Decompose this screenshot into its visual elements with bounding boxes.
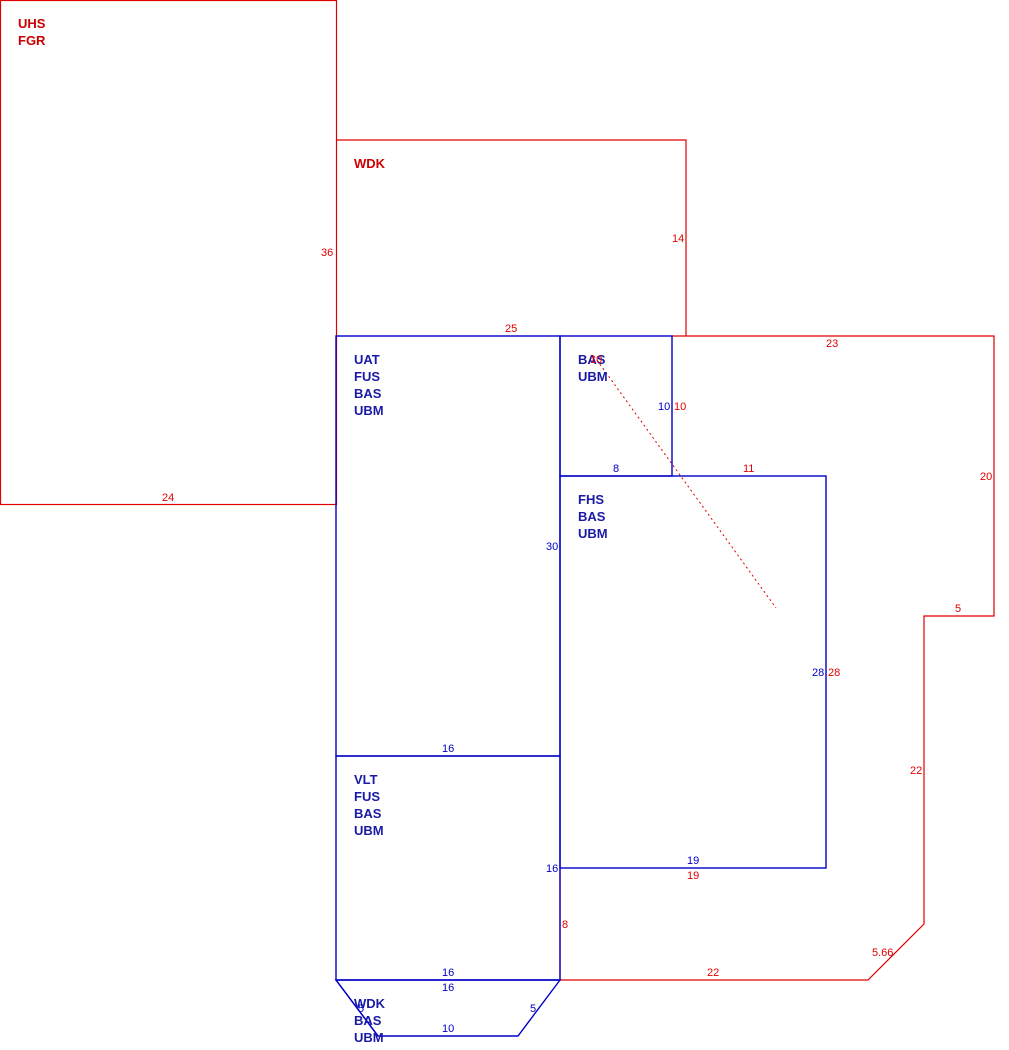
outer-outline <box>559 335 995 981</box>
red-outlines <box>0 0 995 981</box>
area-label-fhs: FHS BAS UBM <box>578 492 609 541</box>
dim-outer-diagonal: 5.66 <box>872 947 893 959</box>
uat-code: UBM <box>354 403 384 418</box>
area-label-bas-small: BAS UBM <box>578 352 609 384</box>
dim-red-mid: 11 <box>743 463 754 475</box>
uhs-code: UHS <box>18 16 46 31</box>
area-label-vlt: VLT FUS BAS UBM <box>354 772 385 838</box>
dim-blue-vlt-right: 16 <box>546 863 558 875</box>
dim-red-fhs-bottom: 19 <box>687 870 699 882</box>
uhs-outline <box>0 0 338 506</box>
dim-blue-vlt-bottom-b: 16 <box>442 982 454 994</box>
fhs-code: UBM <box>578 526 608 541</box>
dim-blue-wdk-bottom: 10 <box>442 1023 454 1035</box>
uat-code: UAT <box>354 352 380 367</box>
area-labels: UHS FGR WDK UAT FUS BAS UBM BAS UBM FHS … <box>18 16 609 1045</box>
dim-outer-right: 20 <box>980 471 992 483</box>
bas-small-outline <box>559 335 673 477</box>
fhs-code: BAS <box>578 509 606 524</box>
dim-wdk-height: 14 <box>672 233 684 245</box>
bas-small-code: UBM <box>578 369 608 384</box>
dim-red-small-right: 10 <box>674 401 686 413</box>
vlt-code: UBM <box>354 823 384 838</box>
dim-blue-uat-bottom: 16 <box>442 743 454 755</box>
dim-outer-bottom: 22 <box>707 967 719 979</box>
dim-blue-uat-right: 30 <box>546 541 558 553</box>
diagonal-guide <box>593 355 777 609</box>
bas-small-code: BAS <box>578 352 606 367</box>
dim-uhs-height: 36 <box>321 247 333 259</box>
area-label-uat: UAT FUS BAS UBM <box>354 352 385 418</box>
dim-outer-step: 5 <box>955 603 961 615</box>
wdk-bottom-code: WDK <box>354 996 386 1011</box>
dim-blue-fhs-right: 28 <box>812 667 824 679</box>
wdk-bottom-code: BAS <box>354 1013 382 1028</box>
dim-outer-top: 23 <box>826 338 838 350</box>
uat-code: FUS <box>354 369 380 384</box>
area-label-uhs: UHS FGR <box>18 16 49 48</box>
uhs-code: FGR <box>18 33 46 48</box>
red-dimensions: 36 24 14 25 23 20 5 22 5.66 22 8 10 11 2… <box>162 233 992 979</box>
vlt-code: FUS <box>354 789 380 804</box>
fhs-outline <box>559 475 827 869</box>
dim-outer-right-lower: 22 <box>910 765 922 777</box>
vlt-code: VLT <box>354 772 378 787</box>
wdk-bottom-code: UBM <box>354 1030 384 1045</box>
area-label-wdk-top: WDK <box>354 156 386 171</box>
dim-uhs-width: 24 <box>162 492 174 504</box>
blue-outlines <box>334 335 827 1037</box>
wdk-top-code: WDK <box>354 156 386 171</box>
dim-wdk-width: 25 <box>505 323 517 335</box>
wdk-top-outline <box>336 139 687 336</box>
dim-blue-wdk-left: 5 <box>358 1003 364 1015</box>
uat-code: BAS <box>354 386 382 401</box>
blue-dimensions: 10 8 30 16 28 19 16 16 16 5 10 5 <box>358 401 824 1035</box>
dim-blue-small-bottom: 8 <box>613 463 619 475</box>
dim-blue-wdk-right: 5 <box>530 1003 536 1015</box>
dim-red-fhs-right: 28 <box>828 667 840 679</box>
dim-blue-vlt-bottom-a: 16 <box>442 967 454 979</box>
fhs-code: FHS <box>578 492 604 507</box>
dim-blue-fhs-bottom: 19 <box>687 855 699 867</box>
vlt-code: BAS <box>354 806 382 821</box>
wdk-bottom-inner-line <box>335 979 379 1037</box>
dim-blue-small-right: 10 <box>658 401 670 413</box>
area-label-wdk-bottom: WDK BAS UBM <box>354 996 389 1045</box>
dim-outer-left-lower: 8 <box>562 919 568 931</box>
marker-text: 10 <box>590 354 602 366</box>
